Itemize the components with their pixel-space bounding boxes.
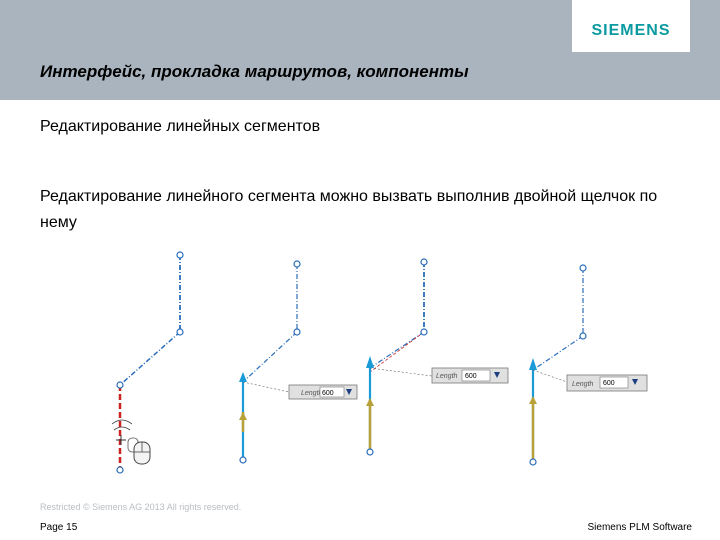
length-label-2: Length [436, 373, 458, 380]
page-title: Интерфейс, прокладка маршрутов, компонен… [40, 62, 469, 81]
siemens-logo: SIEMENS [572, 0, 690, 52]
section-subtitle: Редактирование линейных сегментов [40, 118, 321, 135]
length-value-2[interactable]: 600 [465, 373, 477, 380]
route-panel-1 [111, 251, 184, 474]
route-editing-illustration: Length 600 Length 600 [111, 251, 648, 474]
length-value-3[interactable]: 600 [603, 380, 615, 387]
footer-brand: Siemens PLM Software [587, 522, 693, 533]
length-edit-box-1[interactable]: Length 600 [288, 384, 358, 400]
dropdown-arrow-icon [346, 389, 352, 395]
body-paragraph: Редактирование линейного сегмента можно … [40, 188, 658, 231]
length-value-1[interactable]: 600 [322, 390, 334, 397]
length-label-1: Length [301, 390, 323, 397]
mouse-double-click-icon [111, 419, 151, 465]
route-panel-2: Length 600 [239, 260, 358, 464]
route-panel-4: Length 600 [529, 264, 648, 466]
siemens-logo-text: SIEMENS [591, 22, 671, 39]
footer-copyright: Restricted © Siemens AG 2013 All rights … [40, 502, 242, 512]
footer-page-number: Page 15 [40, 522, 78, 533]
header-bar: SIEMENS Интерфейс, прокладка маршрутов, … [0, 0, 720, 100]
route-panel-3: Length 600 [366, 258, 509, 456]
dropdown-arrow-icon [632, 379, 638, 385]
length-edit-box-3[interactable]: Length 600 [566, 374, 648, 392]
length-label-3: Length [572, 381, 594, 388]
dropdown-arrow-icon [494, 372, 500, 378]
length-edit-box-2[interactable]: Length 600 [431, 367, 509, 384]
